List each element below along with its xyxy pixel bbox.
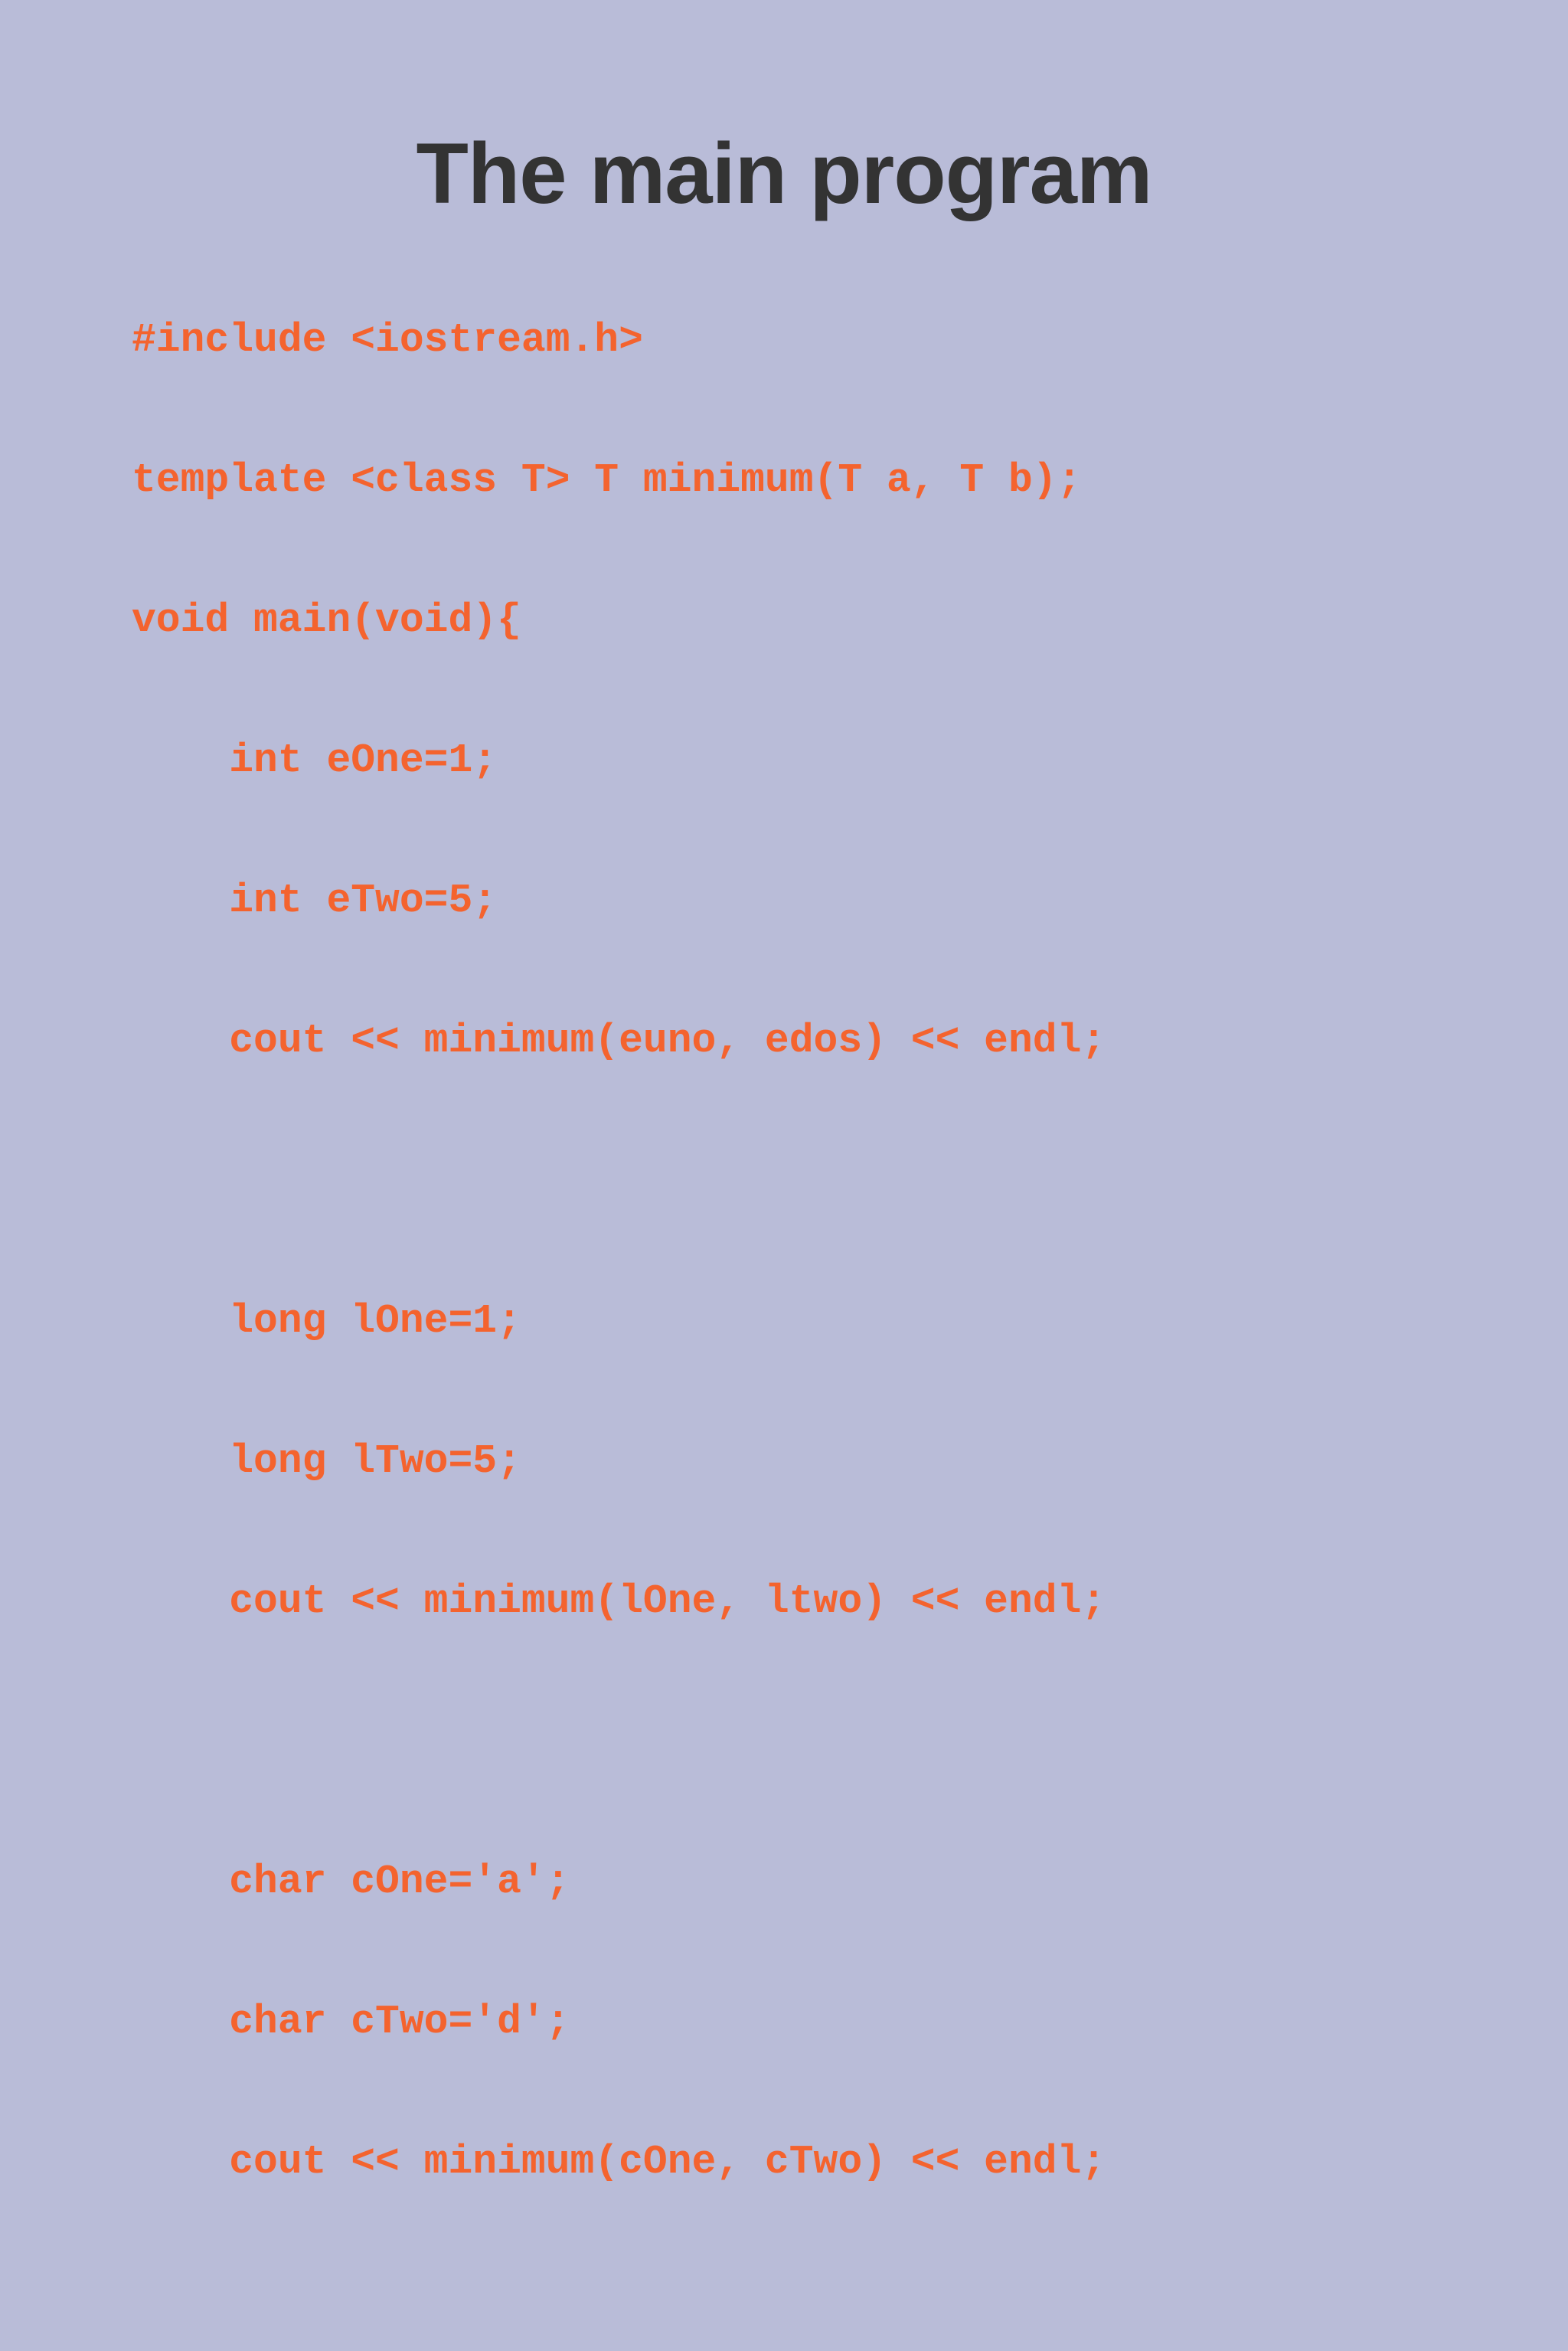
code-line: cout << minimum(cOne, cTwo) << endl; [132,2139,1106,2185]
code-line-blank [132,2279,1510,2326]
code-line: char cTwo='d'; [132,1999,570,2045]
code-line: cout << minimum(lOne, ltwo) << endl; [132,1578,1106,1624]
code-line: int eTwo=5; [132,878,498,924]
code-listing: #include <iostream.h> template <class T>… [132,224,1510,2351]
page-title: The main program [416,126,1152,221]
code-line: long lTwo=5; [132,1438,521,1484]
code-line: void main(void){ [132,597,521,643]
code-line: int eOne=1; [132,737,498,783]
code-line: cout << minimum(euno, edos) << endl; [132,1018,1106,1064]
code-line: template <class T> T minimum(T a, T b); [132,457,1082,503]
presentation-slide: The main program #include <iostream.h> t… [132,126,1153,2185]
code-line-blank [132,1718,1510,1765]
code-line: char cOne='a'; [132,1859,570,1905]
code-line: long lOne=1; [132,1298,521,1344]
code-line: #include <iostream.h> [132,317,643,363]
code-line-blank [132,1158,1510,1205]
